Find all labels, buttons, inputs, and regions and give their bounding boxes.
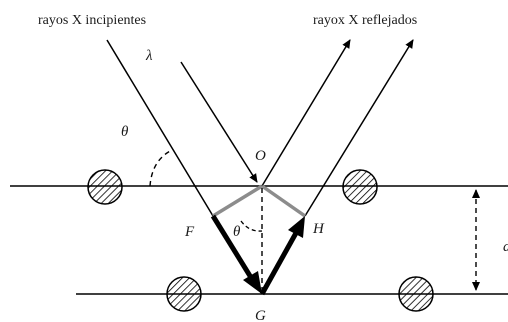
- reflected-ray-1: [261, 39, 351, 187]
- incident-ray-1: [106, 39, 214, 217]
- atom-lower-left: [166, 276, 202, 312]
- theta-arc-top: [149, 149, 173, 187]
- theta-arc-mid: [240, 220, 263, 232]
- path-segment-of: [212, 184, 263, 218]
- path-segment-oh: [260, 184, 307, 218]
- bold-arrowhead-fg: [243, 271, 262, 294]
- theta-top-label: θ: [121, 124, 129, 140]
- point-g-label: G: [255, 308, 266, 322]
- point-f-label: F: [184, 224, 195, 240]
- lambda-label: λ: [145, 48, 153, 64]
- incident-rays-label: rayos X incipientes: [38, 13, 146, 28]
- point-h-label: H: [312, 221, 325, 237]
- theta-mid-label: θ: [233, 224, 241, 240]
- atom-upper-left: [87, 169, 123, 205]
- incident-ray-2: [180, 61, 258, 183]
- reflected-rays-label: rayox X reflejados: [313, 13, 417, 28]
- bold-arrow-gh: [259, 231, 299, 296]
- point-o-label: O: [255, 148, 266, 164]
- bold-arrowhead-gh: [288, 216, 305, 238]
- atom-upper-right: [342, 169, 378, 205]
- bold-arrow-fg: [210, 214, 258, 286]
- spacing-label: d: [503, 239, 508, 255]
- atom-lower-right: [398, 276, 434, 312]
- reflected-ray-2: [304, 39, 414, 217]
